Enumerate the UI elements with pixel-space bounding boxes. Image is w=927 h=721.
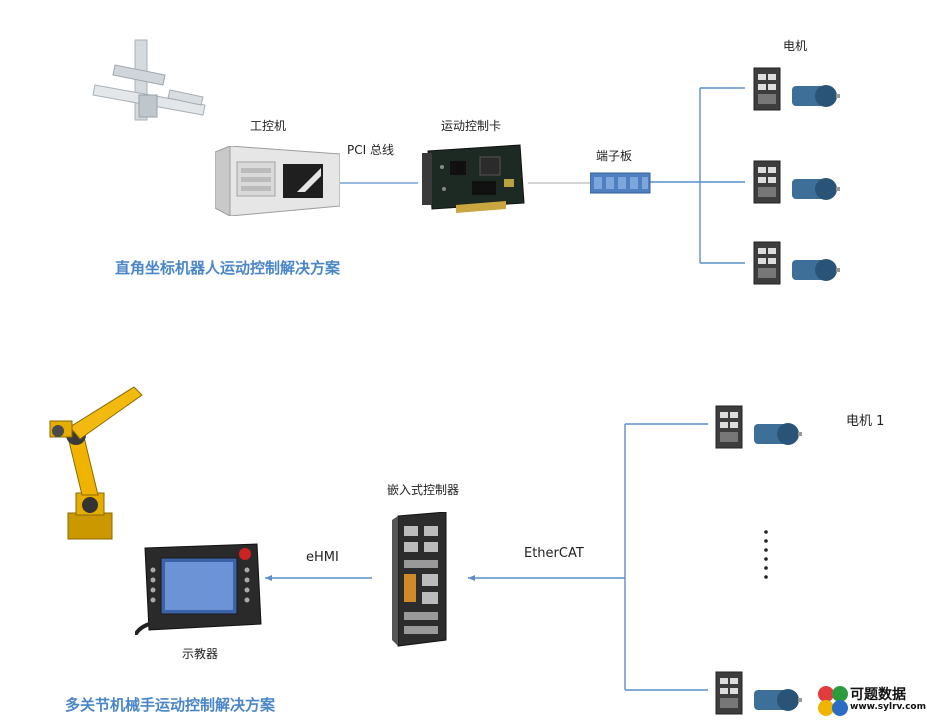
ehmi-label: eHMI [306, 550, 339, 565]
servo-motor-image [715, 671, 802, 715]
watermark-logo-icon [818, 686, 848, 716]
embedded-controller-image [392, 512, 447, 647]
cartesian-robot-image [92, 39, 206, 121]
cartesian-solution-title: 直角坐标机器人运动控制解决方案 [115, 259, 341, 277]
servo-motor-image [715, 405, 802, 449]
ethercat-label: EtherCAT [524, 546, 584, 561]
servo-motor-image [753, 160, 840, 204]
motor-1-label: 电机 1 [846, 414, 885, 429]
pci-bus-label: PCI 总线 [347, 143, 394, 157]
motion-control-card-image [422, 144, 525, 213]
teach-pendant-image [135, 543, 262, 635]
embedded-controller-label: 嵌入式控制器 [387, 483, 460, 497]
articulated-solution-title: 多关节机械手运动控制解决方案 [65, 696, 276, 714]
motion-card-label: 运动控制卡 [441, 119, 502, 133]
more-motors-ellipsis [764, 530, 768, 579]
motor-label: 电机 [783, 39, 808, 53]
ipc-label: 工控机 [250, 119, 287, 133]
watermark-url: www.sylrv.com [850, 702, 926, 712]
servo-motor-image [753, 67, 840, 111]
teach-pendant-label: 示教器 [182, 647, 219, 661]
servo-motor-image [753, 241, 840, 285]
industrial-pc-image [215, 146, 340, 216]
watermark-name: 可题数据 [850, 687, 906, 703]
terminal-board-image [590, 172, 651, 194]
terminal-board-label: 端子板 [596, 149, 633, 163]
articulated-robot-image [49, 386, 143, 540]
